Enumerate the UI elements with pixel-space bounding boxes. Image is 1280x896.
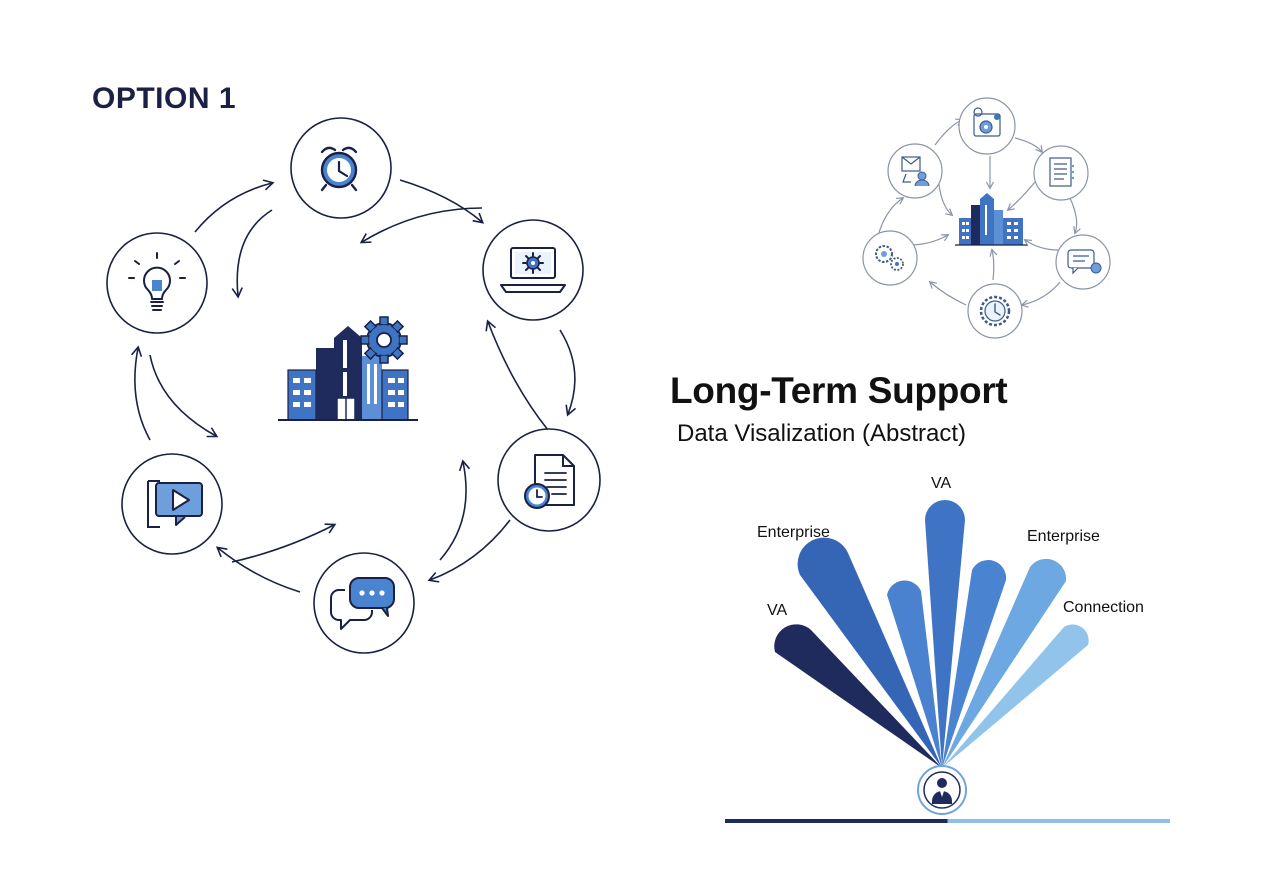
fan-baseline	[725, 819, 1170, 823]
node-alarm-clock	[290, 117, 392, 219]
node-document	[497, 428, 601, 532]
lightbulb-icon	[128, 252, 186, 311]
arrow-laptop-to-document	[559, 329, 577, 417]
small-node-gear-board	[958, 97, 1016, 155]
arrow-document-to-laptop	[485, 319, 549, 431]
arrow-clock-to-laptop	[399, 179, 485, 224]
arrow-laptop-to-clock	[359, 207, 483, 244]
person-icon	[917, 765, 967, 815]
arrow-lightbulb-to-clock	[194, 179, 275, 233]
small-building-icon	[955, 193, 1027, 246]
support-subtitle: Data Visalization (Abstract)	[677, 420, 967, 447]
gear-cluster-icon	[875, 245, 904, 271]
fan-ray-5	[942, 560, 1007, 768]
fan-ray-2	[797, 537, 942, 768]
laptop-gear-icon	[500, 247, 566, 293]
fan-ray-7	[942, 624, 1089, 768]
chat-bubbles-icon	[330, 577, 395, 630]
fan-ray-3	[887, 580, 942, 768]
arrow-chat-to-document	[439, 459, 471, 561]
arrow-chat-to-video	[215, 546, 301, 593]
clock-gear-icon	[979, 295, 1011, 327]
fan-ray-4	[925, 500, 965, 768]
alarm-clock-icon	[320, 146, 358, 192]
gear-board-icon	[973, 107, 1001, 137]
node-chat	[313, 552, 415, 654]
node-video	[121, 453, 223, 555]
office-building-gear-icon	[278, 316, 418, 421]
small-cycle-diagram	[862, 97, 1111, 339]
fan-ray-1	[774, 624, 942, 768]
fan-label-enterprise-right: Enterprise	[1027, 528, 1100, 545]
fan-diagram	[725, 500, 1170, 823]
checklist-document-icon	[1049, 157, 1074, 187]
video-play-icon	[147, 480, 203, 528]
small-node-gear-cluster	[862, 230, 918, 286]
node-laptop	[482, 219, 584, 321]
arrow-clock-to-lightbulb	[231, 209, 273, 299]
cycle-arrows	[130, 179, 577, 593]
arrow-video-to-lightbulb	[130, 345, 151, 441]
support-title: Long-Term Support	[670, 370, 1008, 411]
node-lightbulb	[106, 232, 208, 334]
small-node-checklist	[1033, 145, 1089, 201]
fan-label-connection: Connection	[1063, 599, 1144, 616]
network-person-icon	[901, 156, 930, 187]
fan-ray-6	[942, 558, 1067, 768]
option-title: OPTION 1	[92, 82, 237, 115]
small-node-clock-gear	[967, 283, 1023, 339]
chat-pin-icon	[1067, 249, 1102, 275]
small-node-network-person	[887, 143, 943, 199]
document-clock-icon	[524, 454, 575, 509]
fan-label-va-left: VA	[767, 602, 788, 619]
fan-label-va-top: VA	[931, 475, 952, 492]
fan-label-enterprise-left: Enterprise	[757, 524, 830, 541]
arrow-document-to-chat	[427, 519, 511, 583]
arrow-lightbulb-to-center	[149, 354, 219, 438]
small-node-chat-pin	[1055, 234, 1111, 290]
arrow-video-to-chat	[231, 523, 337, 563]
